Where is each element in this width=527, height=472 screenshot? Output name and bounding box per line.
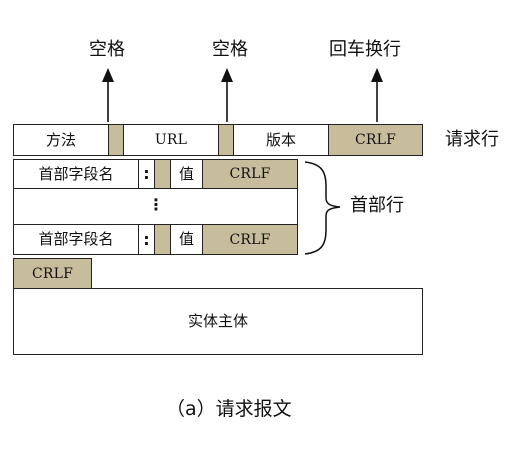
header-value-cell: 值 — [170, 159, 203, 189]
arrow-crlf — [371, 68, 383, 122]
caption: （a）请求报文 — [166, 398, 292, 420]
header-crlf-text: CRLF — [229, 166, 271, 182]
method-cell: 方法 — [13, 124, 109, 156]
header-value-cell: 值 — [170, 224, 203, 255]
request-line-crlf-text: CRLF — [354, 132, 397, 148]
header-ellipsis: ⋮ — [148, 195, 164, 214]
arrow-space-1 — [102, 68, 114, 122]
header-brace-icon — [304, 161, 341, 255]
header-value-text: 值 — [178, 230, 194, 248]
version-cell: 版本 — [233, 124, 329, 156]
entity-body-cell: 实体主体 — [13, 288, 423, 355]
arrow-head-icon — [371, 68, 383, 82]
header-field-name-text: 首部字段名 — [38, 164, 114, 183]
url-text: URL — [154, 132, 188, 148]
header-colon-cell: : — [138, 224, 155, 255]
request-line-label: 请求行 — [445, 129, 499, 150]
header-colon-cell: : — [138, 159, 155, 189]
space-cell-1 — [108, 124, 124, 156]
version-text: 版本 — [265, 130, 296, 149]
header-lines-label: 首部行 — [350, 195, 404, 216]
arrow-head-icon — [221, 68, 233, 82]
header-space-cell — [154, 224, 171, 255]
arrow-space-2 — [221, 68, 233, 122]
header-field-name-cell: 首部字段名 — [13, 224, 139, 255]
header-colon-text: : — [143, 164, 150, 183]
header-crlf-cell: CRLF — [202, 224, 298, 255]
header-colon-text: : — [143, 229, 150, 249]
header-field-name-text: 首部字段名 — [38, 230, 114, 248]
request-line-crlf-cell: CRLF — [328, 124, 423, 156]
header-field-name-cell: 首部字段名 — [13, 159, 139, 189]
space-cell-2 — [218, 124, 234, 156]
crlf-top-label: 回车换行 — [329, 39, 401, 60]
header-crlf-cell: CRLF — [202, 159, 298, 189]
header-space-cell — [154, 159, 171, 189]
url-cell: URL — [123, 124, 219, 156]
header-ellipsis-row — [13, 188, 298, 225]
header-crlf-text: CRLF — [229, 231, 271, 248]
space-label-1: 空格 — [89, 39, 125, 60]
arrow-head-icon — [102, 68, 114, 82]
entity-body-text: 实体主体 — [187, 312, 248, 330]
space-label-2: 空格 — [212, 39, 248, 60]
blank-line-crlf-text: CRLF — [31, 265, 74, 282]
header-value-text: 值 — [178, 164, 194, 183]
blank-line-crlf-cell: CRLF — [13, 258, 92, 289]
method-text: 方法 — [45, 130, 76, 149]
